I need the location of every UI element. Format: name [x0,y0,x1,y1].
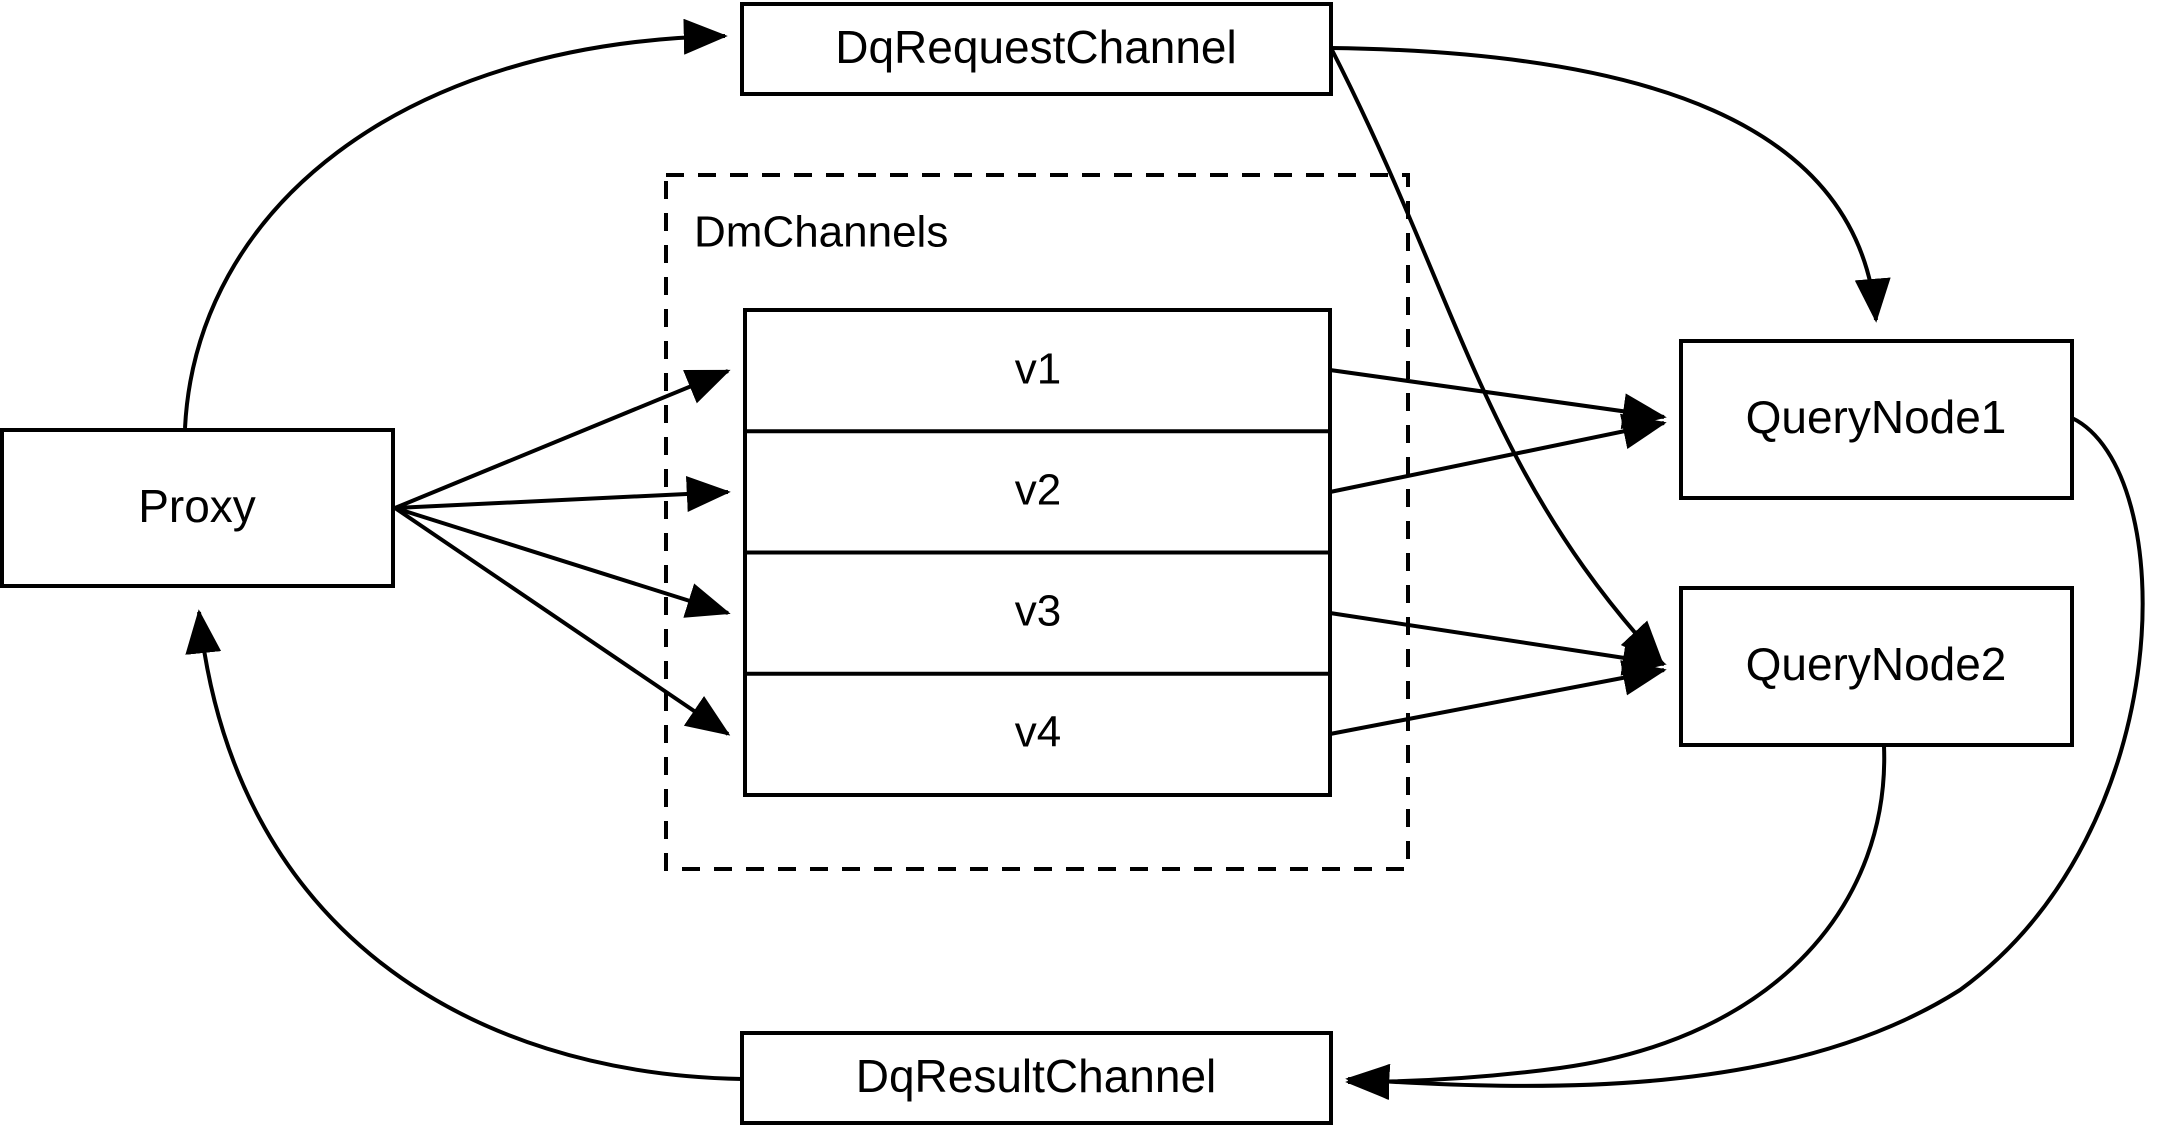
dq-result-channel-box[interactable] [740,1031,1333,1125]
edge-v2-to-querynode1 [1329,413,1667,494]
edge-proxy-to-v2 [394,475,731,512]
shard-label-v1: v1 [1015,345,1061,394]
edge-proxy-to-v3 [394,506,731,618]
edge-querynode2-to-dqresultchannel [1345,745,1887,1100]
proxy-box[interactable] [0,428,395,588]
edge-proxy-to-v4 [393,506,731,736]
shard-label-v2: v2 [1015,466,1061,515]
edge-querynode1-to-dqresultchannel [1345,416,2145,1100]
edge-dqrequestchannel-to-querynode2 [1329,47,1664,666]
query-node-2-label: QueryNode2 [1746,638,2007,690]
shard-label-v4: v4 [1015,708,1061,757]
edge-dqresultchannel-to-proxy [185,609,743,1081]
dq-result-channel-label: DqResultChannel [856,1050,1217,1102]
dq-request-channel-label: DqRequestChannel [835,21,1237,73]
dm-channels-group-label: DmChannels [694,208,948,257]
dm-channels-group-border [664,173,1410,871]
query-node-2-box[interactable] [1679,586,2074,747]
edge-dqrequestchannel-to-querynode1 [1330,46,1891,323]
dq-request-channel-box[interactable] [740,2,1333,96]
edge-proxy-to-dqrequestchannel [183,18,728,429]
shard-label-v3: v3 [1015,587,1061,636]
edge-v4-to-querynode2 [1329,660,1667,736]
query-node-1-label: QueryNode1 [1746,391,2007,443]
edge-proxy-to-v1 [394,369,731,510]
edge-v1-to-querynode1 [1329,368,1667,430]
query-node-1-box[interactable] [1679,339,2074,500]
edge-v3-to-querynode2 [1329,611,1667,676]
proxy-label: Proxy [138,480,256,532]
